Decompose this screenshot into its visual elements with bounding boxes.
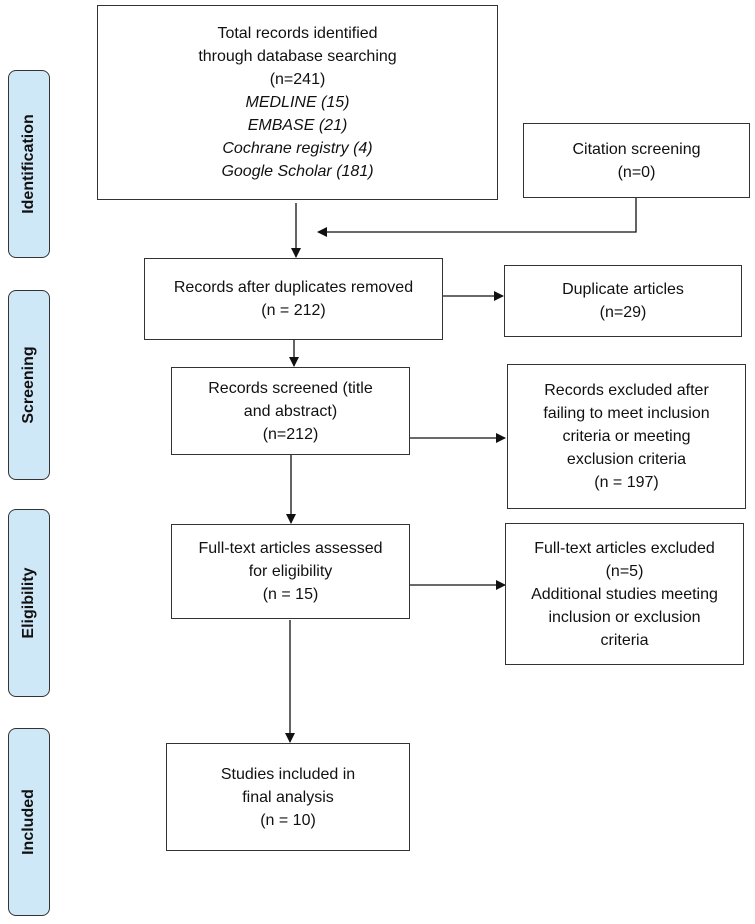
box-text: and abstract) — [243, 402, 338, 420]
box-text: (n=29) — [599, 304, 647, 321]
box-text: Full-text articles assessed — [198, 540, 383, 557]
box-text: Duplicate articles — [562, 281, 684, 298]
box-text: (n = 212) — [261, 302, 326, 319]
source-google-scholar: Google Scholar (181) — [221, 163, 374, 180]
box-citation-screening: Citation screening (n=0) — [523, 123, 750, 198]
box-text: Records after duplicates removed — [173, 279, 414, 296]
box-text: Studies included in — [220, 765, 356, 783]
box-records-after-duplicates: Records after duplicates removed (n = 21… — [144, 258, 443, 340]
box-fulltext-excluded: Full-text articles excluded (n=5) Additi… — [505, 523, 744, 665]
box-text: through database searching — [198, 48, 397, 65]
box-records-screened: Records screened (title and abstract) (n… — [171, 367, 410, 455]
box-duplicate-articles: Duplicate articles (n=29) — [504, 265, 742, 337]
box-text: (n = 10) — [260, 811, 316, 829]
box-text: Records excluded after — [544, 382, 709, 399]
box-text: failing to meet inclusion — [543, 405, 710, 422]
box-text: criteria or meeting — [562, 428, 691, 445]
box-text: criteria — [600, 631, 649, 649]
phase-eligibility: Eligibility — [8, 509, 50, 697]
box-text: Total records identified — [217, 25, 378, 42]
box-text: (n=241) — [269, 71, 326, 88]
phase-screening: Screening — [8, 290, 50, 480]
box-text: (n = 197) — [594, 474, 659, 491]
box-text: Full-text articles excluded — [534, 539, 715, 557]
box-records-excluded: Records excluded after failing to meet i… — [507, 364, 746, 509]
box-text: for eligibility — [248, 563, 333, 580]
source-embase: EMBASE (21) — [247, 117, 348, 134]
box-text: inclusion or exclusion — [548, 608, 701, 626]
box-text: final analysis — [242, 788, 334, 806]
box-records-identified: Total records identified through databas… — [97, 5, 498, 200]
box-text: Additional studies meeting — [531, 585, 718, 603]
phase-included: Included — [8, 728, 50, 916]
box-studies-included: Studies included in final analysis (n = … — [166, 743, 410, 851]
box-text: Citation screening — [572, 140, 701, 158]
source-cochrane: Cochrane registry (4) — [222, 140, 373, 157]
box-text: (n = 15) — [262, 586, 319, 603]
box-text: Records screened (title — [208, 379, 373, 397]
box-text: (n=212) — [262, 425, 319, 443]
box-fulltext-assessed: Full-text articles assessed for eligibil… — [171, 524, 410, 619]
source-medline: MEDLINE (15) — [245, 94, 350, 111]
phase-identification: Identification — [8, 70, 50, 258]
box-text: (n=0) — [617, 163, 656, 181]
arrow-citation-to-flow — [317, 197, 637, 237]
box-text: (n=5) — [605, 562, 644, 580]
box-text: exclusion criteria — [566, 451, 687, 468]
